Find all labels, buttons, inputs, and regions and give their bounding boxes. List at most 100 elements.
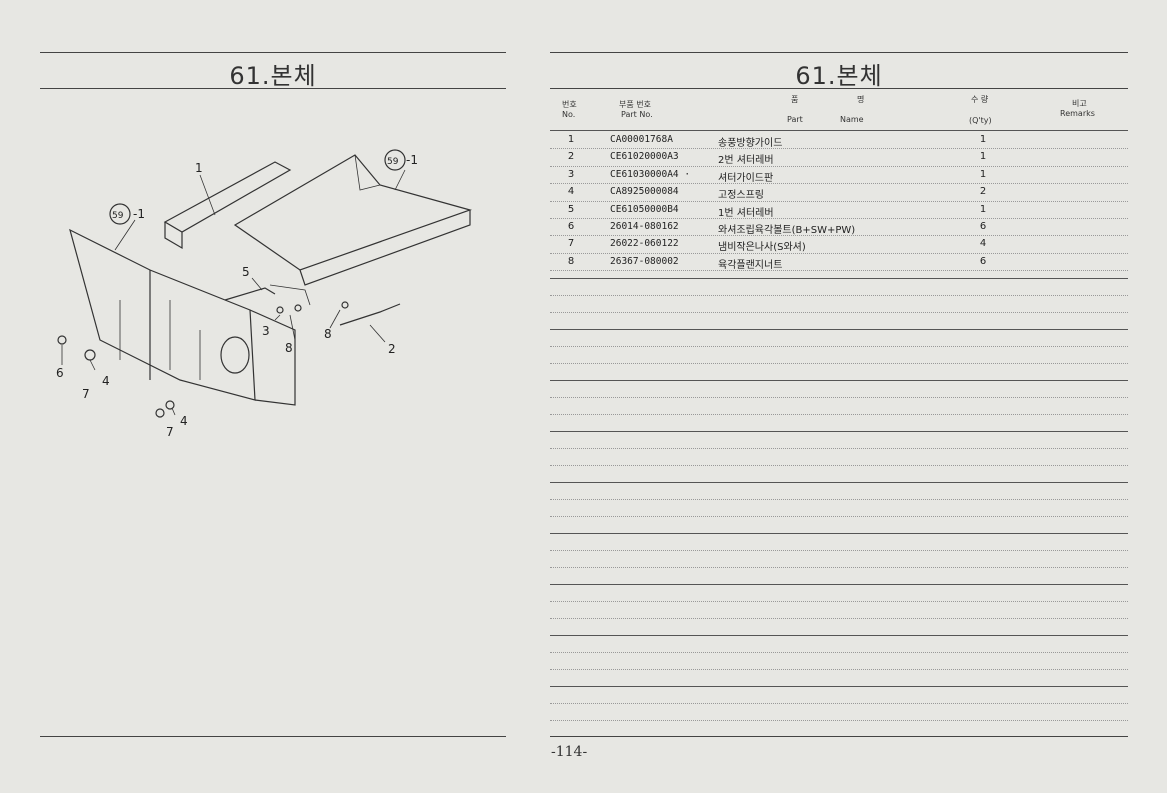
empty-row-line <box>550 431 1128 432</box>
row-part-number: CE61030000A4 · <box>610 168 691 180</box>
empty-row-line <box>550 312 1128 313</box>
row-quantity: 6 <box>979 220 987 232</box>
table-row: 3 CE61030000A4 · 셔터가이드판 1 <box>550 167 1128 185</box>
header-remarks-en: Remarks <box>1060 109 1095 118</box>
header-remarks-ko: 비고 <box>1072 99 1087 108</box>
callout-label: 3 <box>262 324 270 338</box>
empty-row-line <box>550 465 1128 466</box>
row-part-number: CA00001768A <box>610 134 673 145</box>
row-part-name: 송풍방향가이드 <box>718 138 783 149</box>
row-part-name: 셔터가이드판 <box>718 172 774 184</box>
row-no: 7 <box>567 238 575 250</box>
empty-row-line <box>550 346 1128 347</box>
empty-row-line <box>550 533 1128 534</box>
empty-row-line <box>550 720 1128 721</box>
callout-label: 59 <box>112 211 124 221</box>
callout-label: 6 <box>56 366 64 380</box>
row-part-name: 고정스프링 <box>718 190 764 202</box>
empty-row-line <box>550 499 1128 500</box>
row-no: 4 <box>567 186 575 198</box>
guide-part <box>163 161 292 233</box>
callout-label: 7 <box>82 387 90 401</box>
empty-row-line <box>550 686 1128 687</box>
callout-label: 7 <box>166 425 174 439</box>
row-part-name: 냄비작은나사(S와셔) <box>718 242 806 254</box>
header-part-en: Part No. <box>621 110 653 119</box>
empty-row-line <box>550 516 1128 517</box>
table-row: 5 CE61050000B4 1번 셔터레버 1 <box>550 202 1128 219</box>
callout-label: -1 <box>406 153 418 167</box>
title-bottom-rule <box>40 88 506 89</box>
title-top-rule <box>550 52 1128 53</box>
row-part-number: CA8925000084 <box>610 186 679 198</box>
header-no-ko: 번호 <box>562 100 577 109</box>
left-page: 61.본체 <box>0 0 545 793</box>
parts-table: 번호 No. 부품 번호 Part No. 품 명 Part Name 수 량 … <box>550 92 1128 272</box>
empty-row-line <box>550 567 1128 568</box>
callout-label: 4 <box>180 414 188 428</box>
exploded-parts-diagram: 1 59 -1 59 -1 5 3 8 8 2 6 4 7 4 7 <box>56 149 472 439</box>
header-qty-en: (Q'ty) <box>969 116 992 125</box>
row-quantity: 1 <box>979 151 987 163</box>
header-part-ko: 부품 번호 <box>619 100 651 109</box>
row-quantity: 1 <box>979 134 987 145</box>
table-row: 1 CA00001768A 송풍방향가이드 1 <box>550 132 1128 150</box>
row-no: 5 <box>567 203 575 215</box>
empty-row-line <box>550 550 1128 551</box>
table-row: 6 26014-080162 와셔조립육각볼트(B+SW+PW) 6 <box>550 219 1128 237</box>
right-page-title: 61.본체 <box>795 62 883 90</box>
header-name-en-2: Name <box>840 115 864 124</box>
header-no-en: No. <box>562 110 576 119</box>
row-no: 3 <box>567 168 575 180</box>
row-no: 6 <box>567 220 575 232</box>
parts-table-header: 번호 No. 부품 번호 Part No. 품 명 Part Name 수 량 … <box>550 92 1128 132</box>
empty-row-line <box>550 397 1128 398</box>
bolt <box>57 335 67 345</box>
left-page-title: 61.본체 <box>229 62 317 90</box>
empty-row-line <box>550 584 1128 585</box>
callout-label: -1 <box>133 207 145 221</box>
row-quantity: 1 <box>979 168 987 180</box>
row-quantity: 1 <box>979 203 987 215</box>
row-part-name: 1번 셔터레버 <box>718 207 774 219</box>
row-part-number: 26022-060122 <box>610 238 679 250</box>
table-row: 8 26367-080002 육각플랜지너트 6 <box>550 254 1128 272</box>
row-no: 2 <box>567 151 575 163</box>
lever-5 <box>224 287 276 301</box>
callout-label: 1 <box>195 161 203 175</box>
row-quantity: 2 <box>979 186 987 198</box>
footer-rule <box>550 736 1128 737</box>
empty-row-line <box>550 482 1128 483</box>
shutter-plate <box>233 154 472 271</box>
empty-row-line <box>550 703 1128 704</box>
table-row: 2 CE61020000A3 2번 셔터레버 1 <box>550 149 1128 167</box>
callout-label: 2 <box>388 342 396 356</box>
header-qty-ko: 수 량 <box>971 95 989 104</box>
row-no: 8 <box>567 255 575 267</box>
row-quantity: 4 <box>979 238 987 250</box>
callout-label: 4 <box>102 374 110 388</box>
lever-2 <box>339 303 401 326</box>
empty-row-line <box>550 278 1128 279</box>
row-part-number: CE61020000A3 <box>610 151 679 163</box>
row-part-name: 와셔조립육각볼트(B+SW+PW) <box>718 224 856 236</box>
row-part-number: 26014-080162 <box>610 220 679 232</box>
empty-row-line <box>550 669 1128 670</box>
empty-row-line <box>550 295 1128 296</box>
row-part-number: 26367-080002 <box>610 255 679 267</box>
empty-row-line <box>550 414 1128 415</box>
row-quantity: 6 <box>979 255 987 267</box>
row-part-name: 2번 셔터레버 <box>718 155 774 167</box>
empty-row-line <box>550 652 1128 653</box>
right-page: 61.본체 번호 No. 부품 번호 Part No. 품 명 Part Nam… <box>545 0 1167 793</box>
row-no: 1 <box>567 134 575 145</box>
row-part-name: 육각플랜지너트 <box>718 259 783 271</box>
footer-rule <box>40 736 506 737</box>
header-name-ko-2: 명 <box>857 95 865 104</box>
empty-row-line <box>550 635 1128 636</box>
table-row: 7 26022-060122 냄비작은나사(S와셔) 4 <box>550 236 1128 254</box>
empty-row-line <box>550 380 1128 381</box>
title-top-rule <box>40 52 506 53</box>
page-number: -114- <box>551 744 588 760</box>
callout-label: 8 <box>285 341 293 355</box>
